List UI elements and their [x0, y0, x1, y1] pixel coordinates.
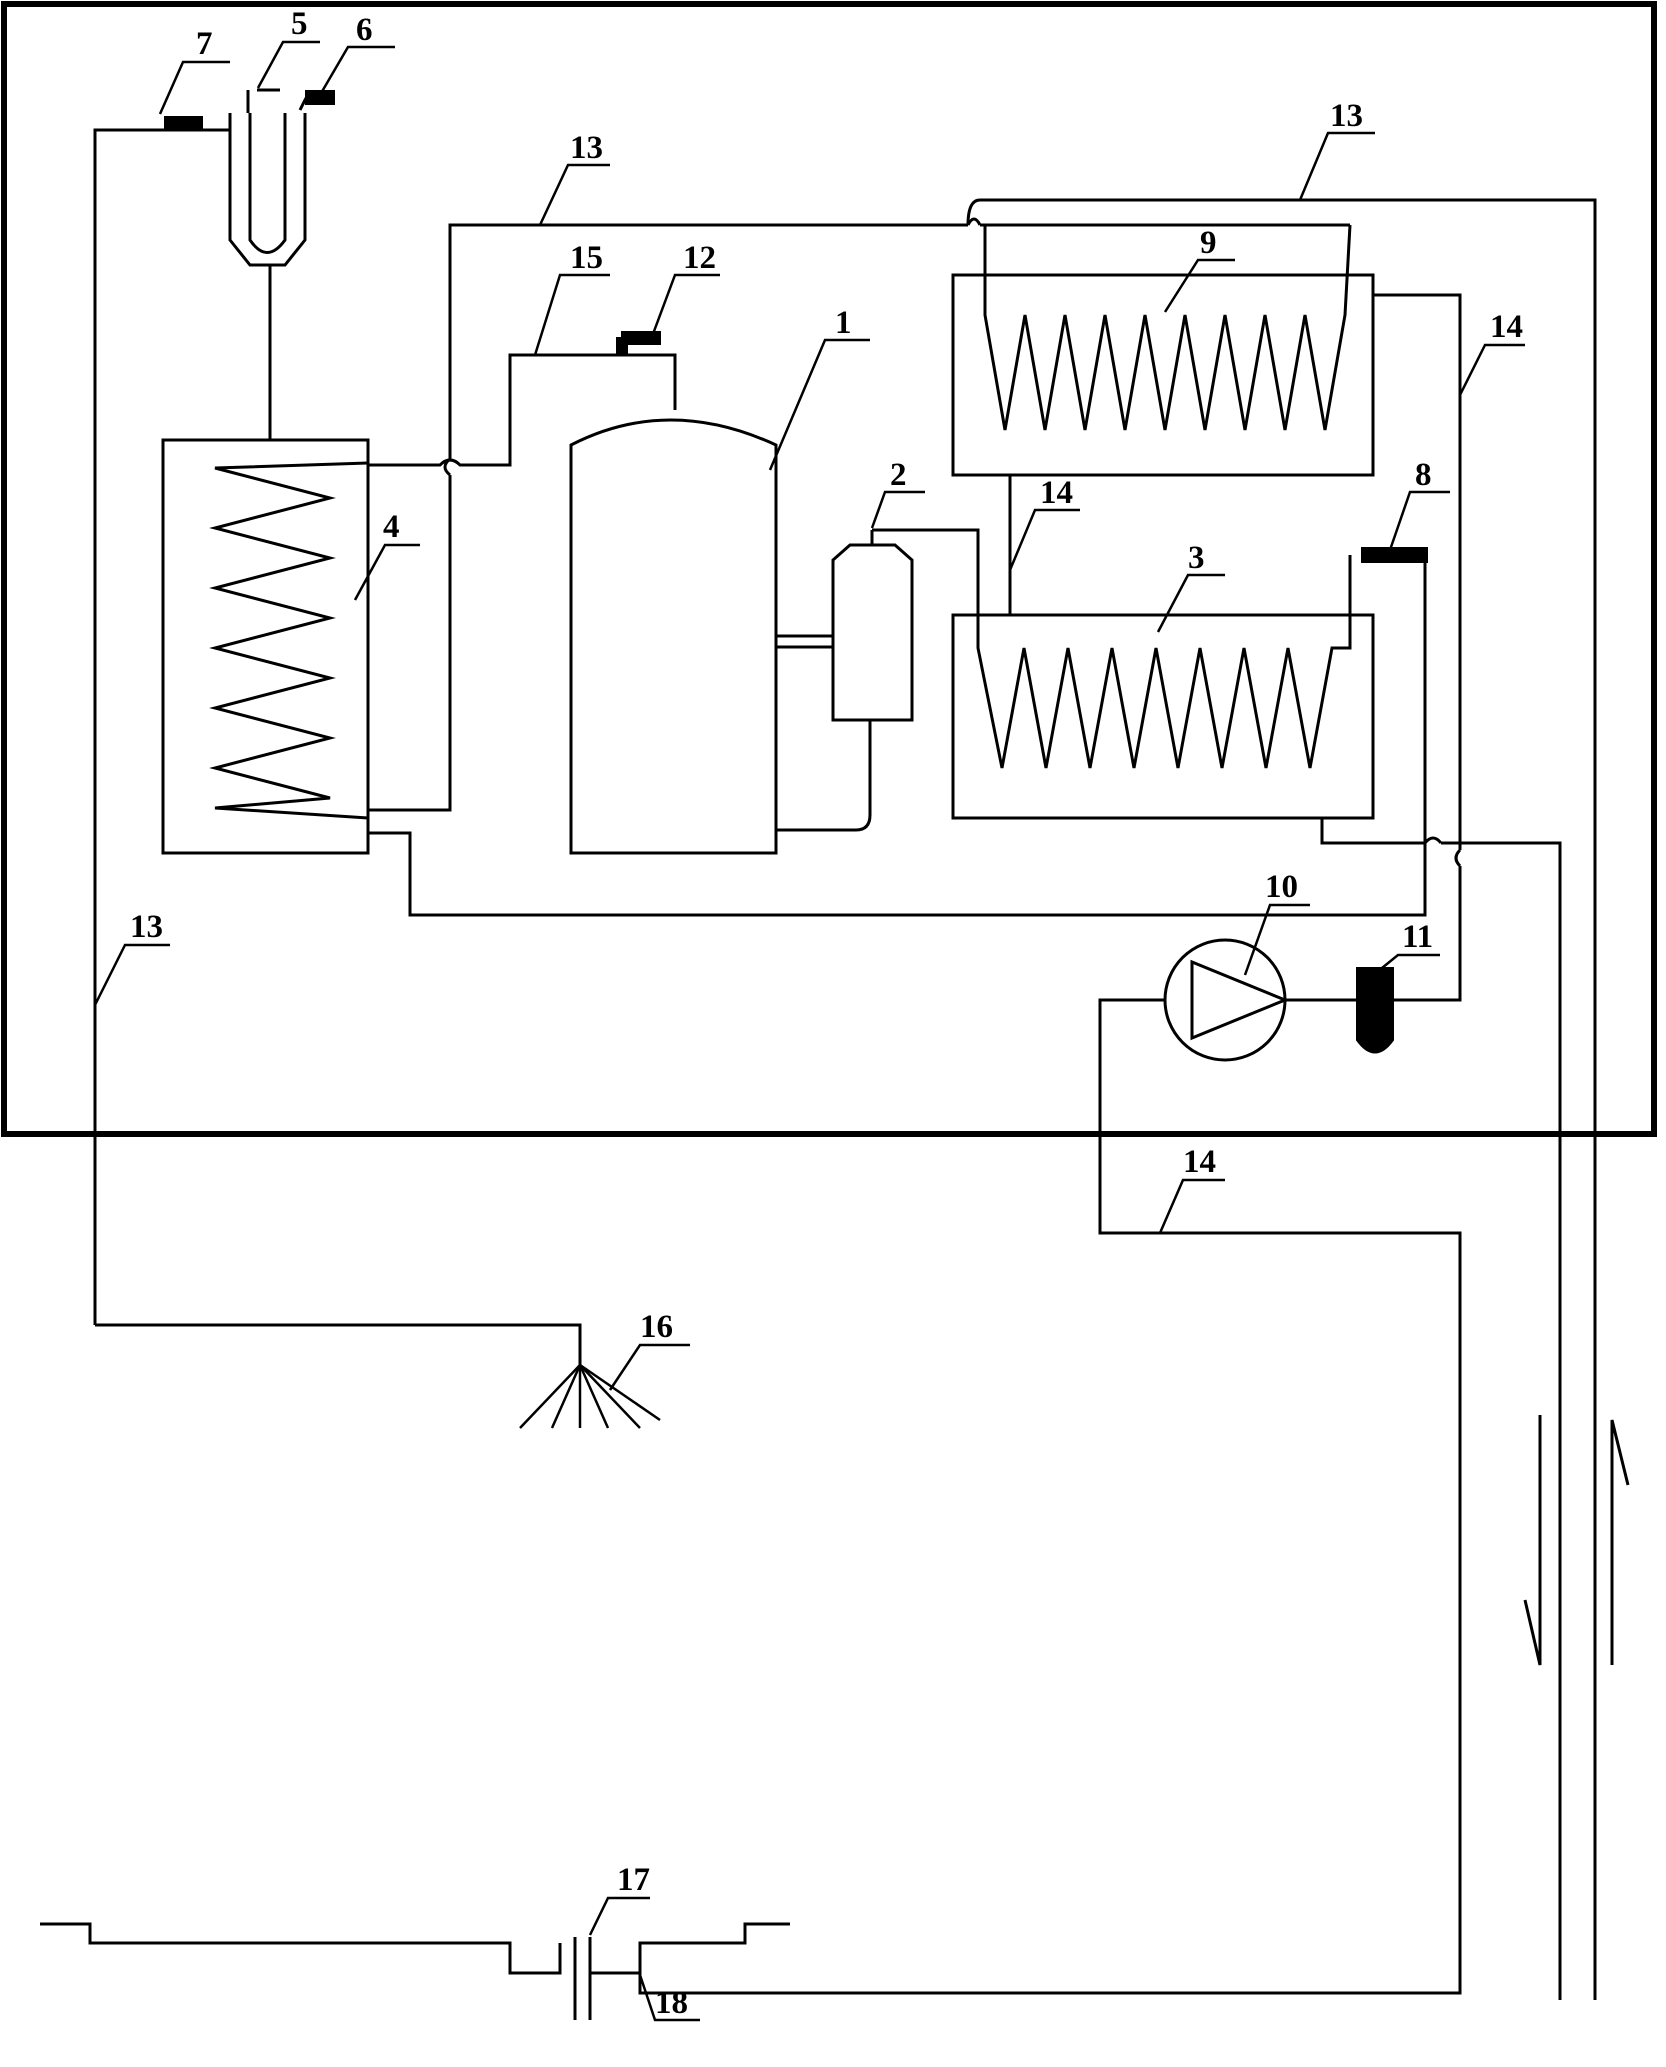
label-8: 8	[1415, 457, 1432, 493]
condenser-coil-tank	[161, 290, 1427, 917]
label-1: 1	[835, 305, 852, 341]
label-13-top-left: 13	[570, 130, 603, 166]
lower-heat-exchanger	[951, 555, 1375, 820]
label-7: 7	[196, 26, 213, 62]
label-18: 18	[655, 1985, 688, 2021]
pipe-14	[638, 293, 1562, 2000]
label-14-middle: 14	[1040, 475, 1073, 511]
unit-enclosure-frame	[1, 1, 1657, 1137]
label-16: 16	[640, 1309, 673, 1345]
label-12: 12	[683, 240, 716, 276]
label-14-bottom: 14	[1183, 1144, 1216, 1180]
label-14-right: 14	[1490, 309, 1523, 345]
label-5: 5	[291, 6, 308, 42]
label-17: 17	[617, 1862, 650, 1898]
label-11: 11	[1402, 919, 1433, 955]
spray-nozzle-16	[519, 1363, 661, 1429]
label-2: 2	[890, 457, 907, 493]
floor-drain	[40, 1922, 790, 2020]
pipe-15	[368, 353, 677, 467]
component-labels: 7 5 6 13 13 15 12 1 2 9 14 14 4 3 8 10 1…	[130, 6, 1523, 2021]
temperature-sensor-6	[298, 90, 335, 111]
filter-11	[1356, 967, 1394, 1054]
gas-liquid-separator	[776, 528, 980, 832]
label-6: 6	[356, 12, 373, 48]
pipe-13	[93, 128, 1597, 2000]
valve-8	[1361, 547, 1428, 563]
water-pump	[1163, 938, 1289, 1062]
leader-lines	[93, 40, 1525, 2022]
label-3: 3	[1188, 540, 1205, 576]
valve-7	[164, 116, 203, 129]
upper-heat-exchanger	[951, 224, 1375, 615]
label-4: 4	[383, 509, 400, 545]
flow-direction-arrows	[1523, 1415, 1630, 1666]
u-tube-heater	[228, 88, 307, 290]
label-13-left: 13	[130, 909, 163, 945]
label-13-top-right: 13	[1330, 98, 1363, 134]
label-10: 10	[1265, 869, 1298, 905]
label-15: 15	[570, 240, 603, 276]
compressor-tank	[569, 385, 778, 855]
label-9: 9	[1200, 225, 1217, 261]
